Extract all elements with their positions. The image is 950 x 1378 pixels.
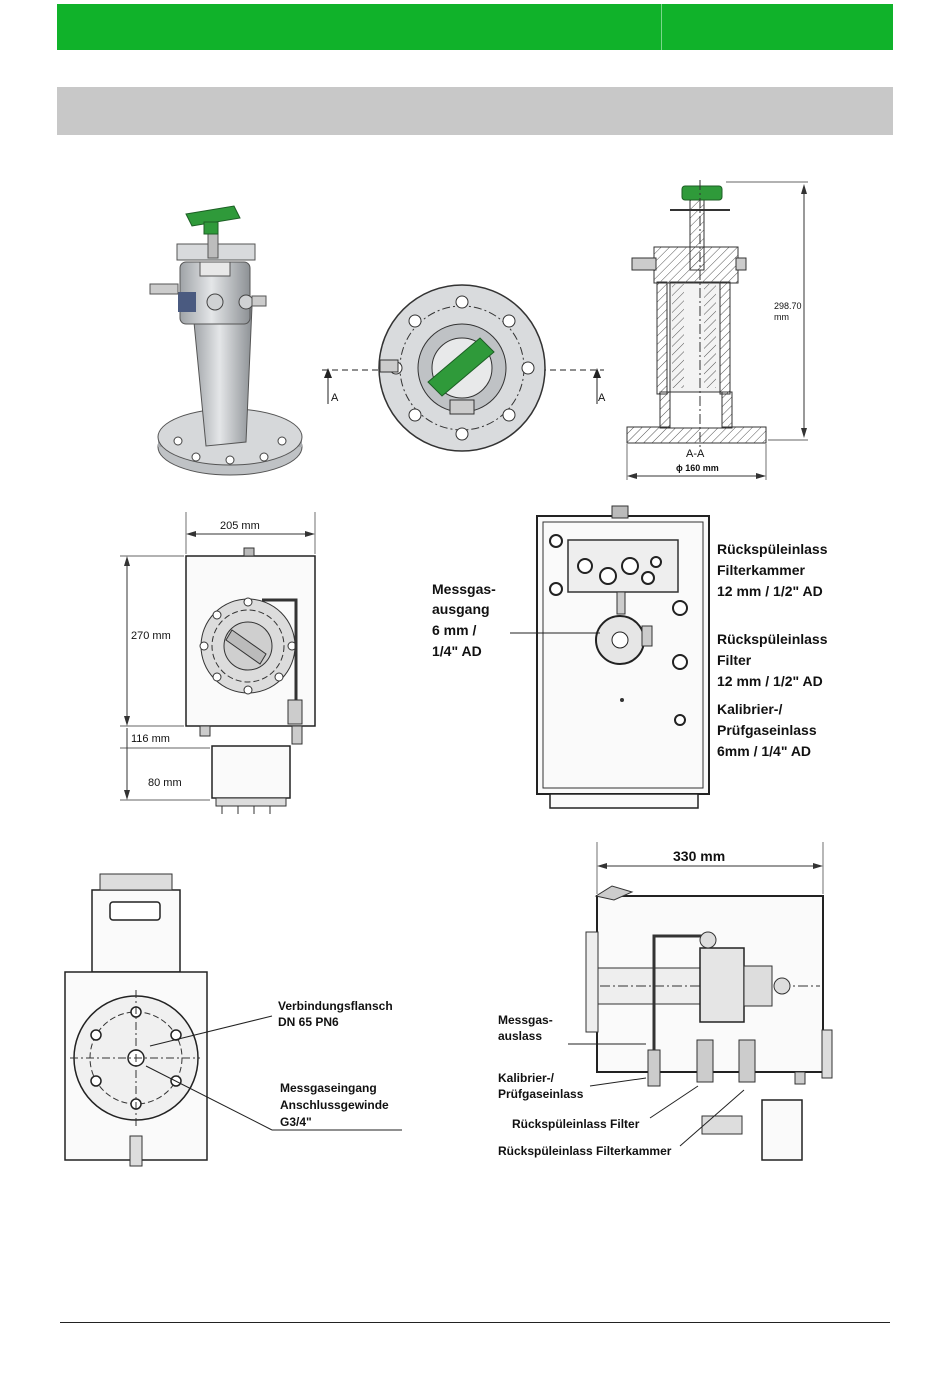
subheader-bar bbox=[57, 87, 893, 135]
box-side-view: 330 mm Messgas- auslass Kalibrier-/ Prüf… bbox=[498, 842, 833, 1161]
rueck-filterkammer-line1: Rückspüleinlass bbox=[717, 541, 828, 557]
section-a-label-right: A bbox=[598, 392, 606, 404]
messgas-ausgang-line1: Messgas- bbox=[432, 581, 496, 597]
section-aa-label: A-A bbox=[686, 448, 705, 460]
height-unit: mm bbox=[774, 312, 789, 322]
filter-3d-view bbox=[149, 205, 303, 476]
box-front-view: 205 mm 270 mm 116 mm 80 mm bbox=[120, 512, 316, 814]
footer-rule bbox=[60, 1322, 890, 1323]
rueck-filterkammer-line2: Filterkammer bbox=[717, 562, 805, 578]
kalibrier-small-line2: Prüfgaseinlass bbox=[498, 1087, 584, 1101]
rueck-filter-line1: Rückspüleinlass bbox=[717, 631, 828, 647]
flange-top-view: A A bbox=[322, 284, 606, 452]
section-aa-view: 298.70 mm A-A ϕ 160 mm bbox=[626, 180, 808, 480]
box-bottom-view: Verbindungsflansch DN 65 PN6 Messgaseing… bbox=[64, 873, 402, 1167]
messgas-ausgang-line2: ausgang bbox=[432, 601, 490, 617]
verbindungsflansch-line2: DN 65 PN6 bbox=[278, 1015, 339, 1029]
height-80-label: 80 mm bbox=[148, 777, 182, 789]
section-a-label-left: A bbox=[331, 392, 339, 404]
kalibrier-small-line1: Kalibrier-/ bbox=[498, 1071, 555, 1085]
messgaseingang-line2: Anschlussgewinde bbox=[280, 1098, 389, 1112]
rueck-filterkammer-small: Rückspüleinlass Filterkammer bbox=[498, 1144, 672, 1158]
width-330-label: 330 mm bbox=[673, 848, 725, 864]
kalibrier-line2: Prüfgaseinlass bbox=[717, 722, 817, 738]
height-270-label: 270 mm bbox=[131, 630, 171, 642]
box-rear-view: Messgas- ausgang 6 mm / 1/4" AD Rückspül… bbox=[432, 505, 828, 809]
kalibrier-line3: 6mm / 1/4" AD bbox=[717, 743, 811, 759]
rueck-filter-line3: 12 mm / 1/2" AD bbox=[717, 673, 823, 689]
rueck-filter-small: Rückspüleinlass Filter bbox=[512, 1117, 640, 1131]
messgaseingang-line1: Messgaseingang bbox=[280, 1081, 377, 1095]
messgas-ausgang-line4: 1/4" AD bbox=[432, 643, 482, 659]
verbindungsflansch-line1: Verbindungsflansch bbox=[278, 999, 393, 1013]
messgas-auslass-line1: Messgas- bbox=[498, 1013, 553, 1027]
messgas-auslass-line2: auslass bbox=[498, 1029, 542, 1043]
rueck-filter-line2: Filter bbox=[717, 652, 752, 668]
header-divider bbox=[661, 4, 662, 50]
height-value: 298.70 bbox=[774, 301, 802, 311]
messgaseingang-line3: G3/4" bbox=[280, 1115, 312, 1129]
messgas-ausgang-line3: 6 mm / bbox=[432, 622, 476, 638]
rueck-filterkammer-line3: 12 mm / 1/2" AD bbox=[717, 583, 823, 599]
header-bar bbox=[57, 4, 893, 50]
height-116-label: 116 mm bbox=[131, 733, 170, 745]
diameter-label: ϕ 160 mm bbox=[676, 463, 719, 473]
width-205-label: 205 mm bbox=[220, 520, 260, 532]
kalibrier-line1: Kalibrier-/ bbox=[717, 701, 782, 717]
